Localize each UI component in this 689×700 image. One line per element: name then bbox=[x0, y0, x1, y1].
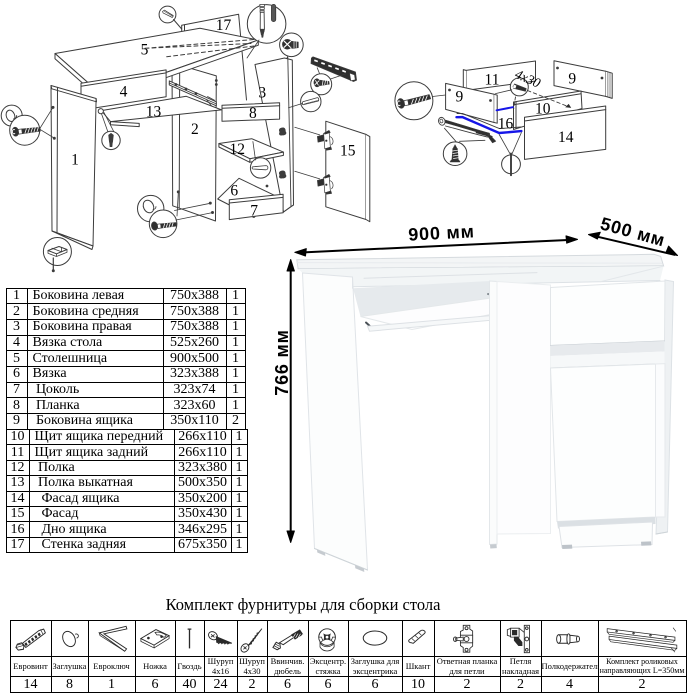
svg-text:4: 4 bbox=[120, 84, 128, 101]
svg-text:2: 2 bbox=[191, 121, 199, 138]
svg-text:10: 10 bbox=[535, 101, 551, 118]
svg-text:13: 13 bbox=[146, 104, 162, 121]
svg-text:5: 5 bbox=[141, 42, 149, 59]
svg-text:6: 6 bbox=[230, 183, 238, 200]
svg-text:17: 17 bbox=[216, 17, 232, 34]
svg-text:16: 16 bbox=[498, 116, 514, 133]
svg-text:766 мм: 766 мм bbox=[272, 329, 292, 395]
svg-text:1: 1 bbox=[71, 152, 79, 169]
svg-text:3: 3 bbox=[258, 85, 266, 102]
svg-text:9: 9 bbox=[456, 89, 464, 106]
svg-text:15: 15 bbox=[340, 143, 356, 160]
svg-text:9: 9 bbox=[568, 71, 576, 88]
svg-text:900 мм: 900 мм bbox=[408, 221, 475, 244]
svg-text:12: 12 bbox=[229, 141, 245, 158]
svg-text:8: 8 bbox=[249, 105, 257, 122]
svg-text:7: 7 bbox=[250, 203, 258, 220]
svg-text:11: 11 bbox=[485, 72, 500, 89]
svg-text:14: 14 bbox=[558, 129, 574, 146]
